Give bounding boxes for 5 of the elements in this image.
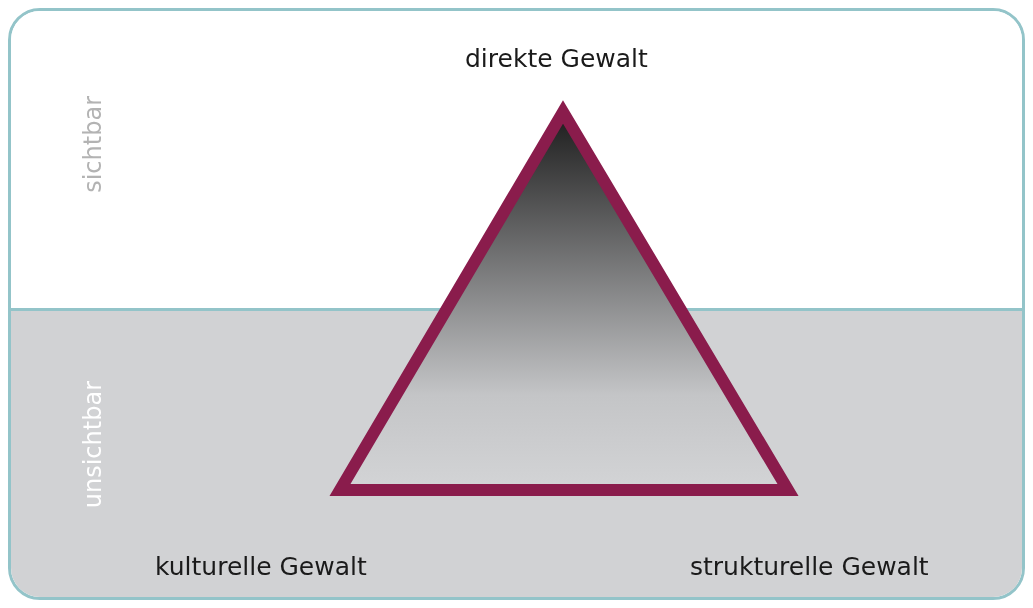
triangle <box>329 100 799 496</box>
corner-label: direkte Gewalt <box>465 44 648 73</box>
corner-label: strukturelle Gewalt <box>690 552 929 581</box>
corner-label: kulturelle Gewalt <box>155 552 367 581</box>
band-label: sichtbar <box>79 96 107 193</box>
